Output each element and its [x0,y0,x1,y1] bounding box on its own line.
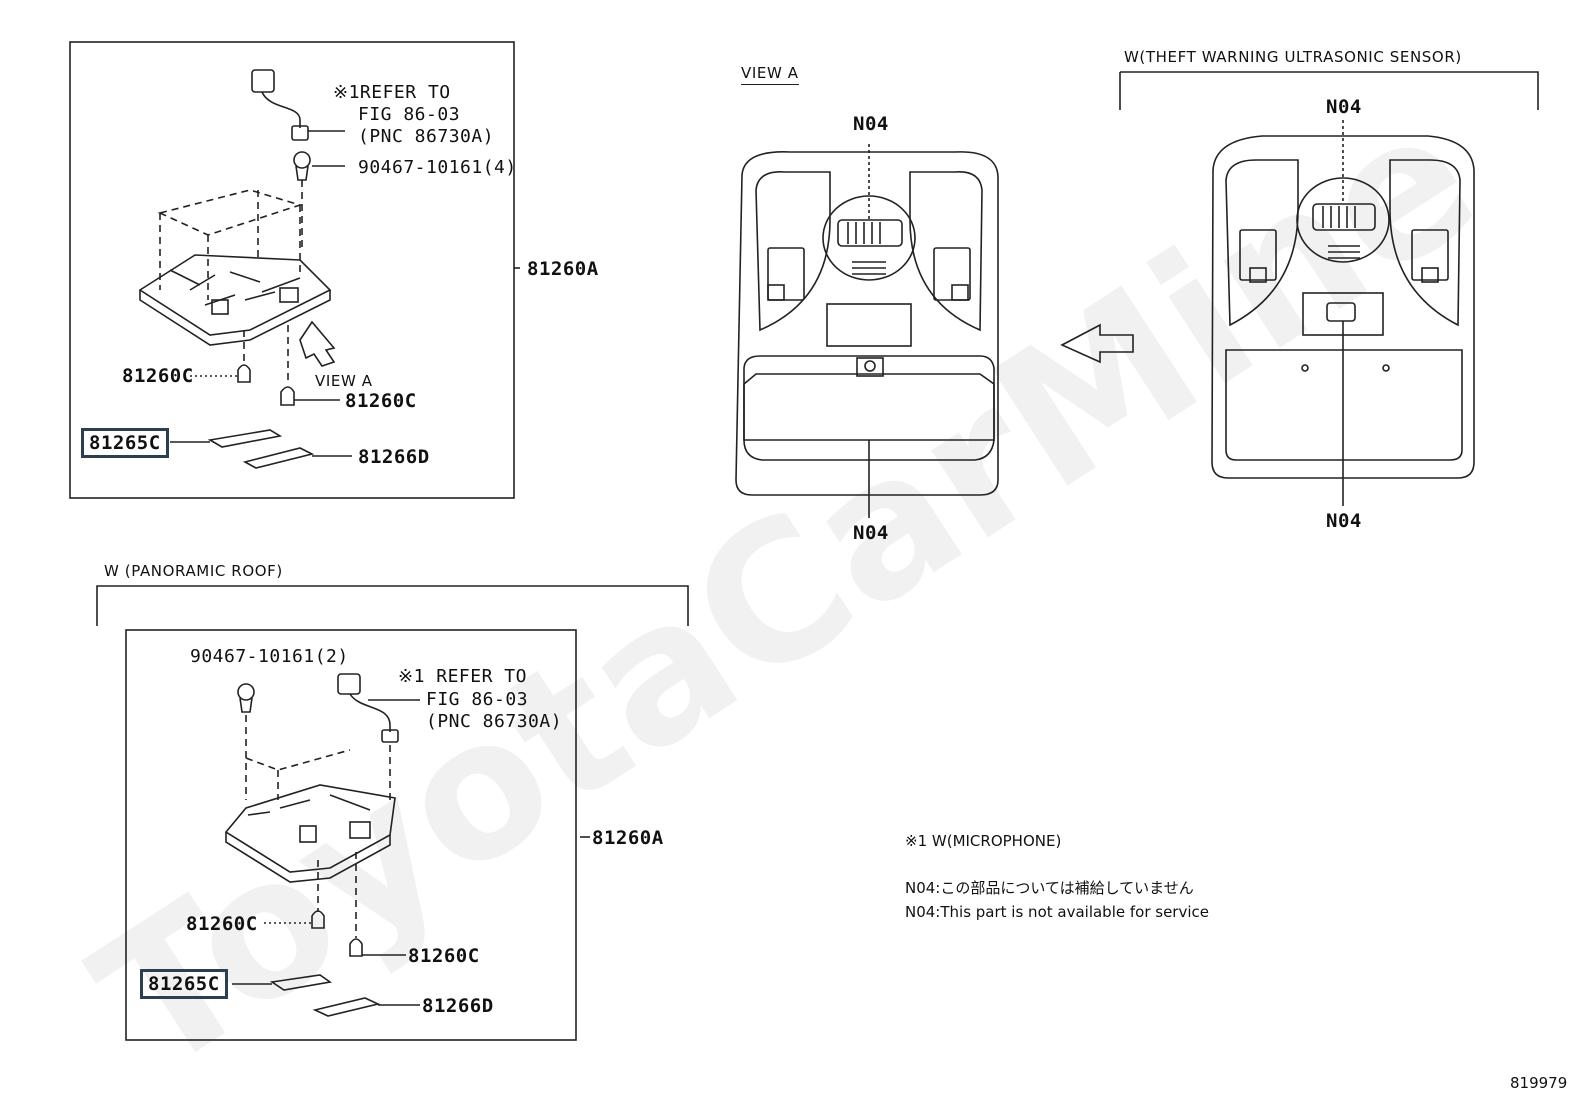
bulb-left-panoramic [264,910,325,929]
top-left-frame [69,41,515,499]
view-a-title: VIEW A [741,64,799,85]
lens-81266d-panoramic [312,997,420,1017]
theft-sensor-callout-bottom: N04 [1326,510,1362,532]
n04-note-japanese: N04:この部品については補給していません [905,879,1194,897]
direction-arrow-to-view-a [1060,323,1134,364]
connector-harness-top [251,69,345,141]
projection-lines-top [157,180,303,385]
assembly-part-number-top: 81260A [527,258,599,280]
refer-note-top: ※1REFER TO [333,82,451,103]
refer-fig-top: FIG 86-03 [358,104,461,125]
clip-panoramic [237,683,255,713]
bulb-right-top [280,386,340,406]
panoramic-title: W (PANORAMIC ROOF) [104,562,283,580]
microphone-note: ※1 W(MICROPHONE) [905,832,1062,850]
lens-part-number-highlighted-panoramic[interactable]: 81265C [140,969,228,999]
figure-number: 819979 [1510,1074,1568,1092]
refer-note-panoramic: ※1 REFER TO [398,666,527,687]
bulb-part-number-left-panoramic: 81260C [186,913,258,935]
lens-part-number-highlighted-top[interactable]: 81265C [81,428,169,458]
theft-sensor-title: W(THEFT WARNING ULTRASONIC SENSOR) [1124,48,1462,66]
clip-part-number-panoramic: 90467-10161(2) [190,646,349,667]
n04-note-english: N04:This part is not available for servi… [905,903,1209,921]
roof-console-housing-top [138,254,332,346]
bulb-part-number-left-top: 81260C [122,365,194,387]
view-a-label-top: VIEW A [315,372,373,390]
view-a-console [735,144,999,518]
connector-harness-panoramic [337,673,420,743]
lens-part-number-81266d-top: 81266D [358,446,430,468]
panoramic-frame [125,629,577,1041]
bulb-left-top [190,364,251,383]
refer-pnc-panoramic: (PNC 86730A) [426,711,563,732]
clip-part-number-top: 90467-10161(4) [358,157,517,178]
bulb-part-number-right-top: 81260C [345,390,417,412]
bulb-right-panoramic [349,938,406,957]
theft-sensor-console [1211,120,1475,506]
refer-fig-panoramic: FIG 86-03 [426,689,529,710]
lens-81265c-panoramic [232,974,333,991]
roof-console-housing-panoramic [224,784,396,883]
lens-part-number-81266d-panoramic: 81266D [422,995,494,1017]
refer-pnc-top: (PNC 86730A) [358,126,495,147]
bulb-part-number-right-panoramic: 81260C [408,945,480,967]
view-a-arrow-top [299,320,336,367]
view-a-callout-top: N04 [853,113,889,135]
assembly-part-number-panoramic: 81260A [592,827,664,849]
lens-81265c-top [170,429,283,448]
theft-sensor-bracket [1119,71,1539,110]
clip-top [293,151,345,181]
lens-81266d-top [242,447,352,469]
projection-lines-panoramic [245,715,391,938]
panoramic-bracket [96,585,689,626]
view-a-callout-bottom: N04 [853,522,889,544]
theft-sensor-callout-top: N04 [1326,96,1362,118]
